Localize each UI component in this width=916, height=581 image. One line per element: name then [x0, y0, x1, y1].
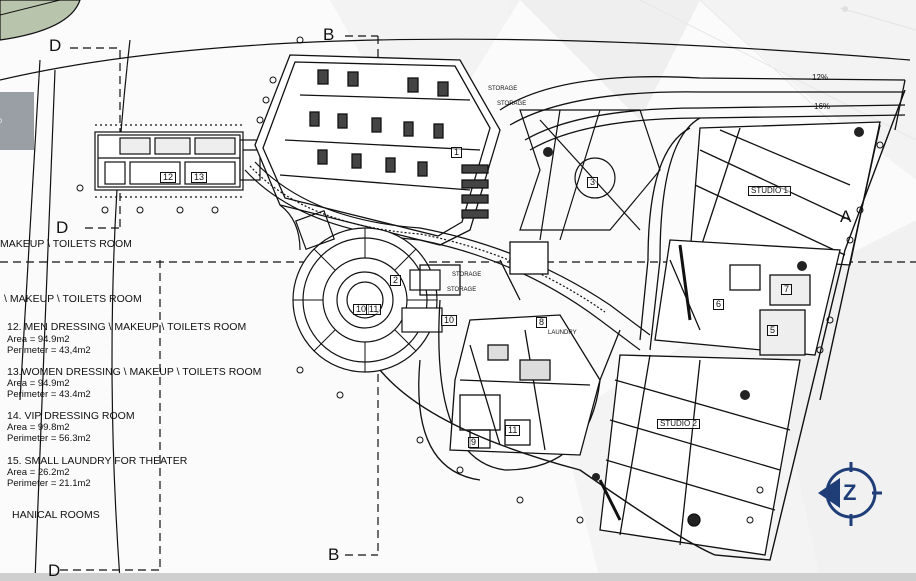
- legend-partial-mid: \ MAKEUP \ TOILETS ROOM: [4, 293, 142, 305]
- section-marker-d-bottom: D: [48, 561, 61, 580]
- north-arrow-letter: Z: [843, 480, 857, 505]
- legend-room-14-area: Area = 99.8m2: [7, 422, 70, 433]
- storage-label-3: STORAGE: [452, 272, 482, 278]
- side-tab[interactable]: ◦: [0, 92, 34, 150]
- studio-2-building: [598, 354, 801, 556]
- studio-1-label: STUDIO 1: [748, 186, 791, 196]
- upper-parking-structure: [254, 54, 501, 246]
- legend-room-15-perimeter: Perimeter = 21.1m2: [7, 478, 91, 489]
- section-marker-d-mid: D: [56, 218, 69, 237]
- legend-partial-bottom: HANICAL ROOMS: [12, 509, 100, 521]
- legend-room-14-perimeter: Perimeter = 56.3m2: [7, 433, 91, 444]
- room-number-10: 10: [441, 315, 458, 326]
- service-block: [654, 239, 841, 356]
- legend-room-13-area: Area = 94.9m2: [7, 378, 70, 389]
- north-arrow-icon: [818, 462, 882, 526]
- grid-markers: [543, 127, 864, 481]
- storage-label-4: STORAGE: [447, 287, 477, 293]
- storage-label-1: STORAGE: [488, 86, 518, 92]
- room-number-2: 2: [390, 275, 402, 286]
- section-marker-b-top: B: [323, 25, 335, 44]
- site-boundary: [0, 38, 911, 581]
- room-number-11: 11: [505, 425, 521, 436]
- curved-walkway: [244, 161, 651, 351]
- dressing-block: [94, 124, 275, 198]
- legend-room-12-area: Area = 94.9m2: [7, 334, 70, 345]
- landscape-corner: [0, 0, 81, 41]
- access-road: [499, 76, 906, 351]
- room-number-9: 9: [468, 437, 480, 448]
- section-lines: [0, 35, 916, 571]
- central-plaza: [519, 109, 661, 241]
- lower-middle-zone: [418, 241, 621, 481]
- legend-room-14-title: 14. VIP DRESSING ROOM: [7, 410, 135, 422]
- legend-room-13-title: 13.WOMEN DRESSING \ MAKEUP \ TOILETS ROO…: [7, 366, 262, 378]
- legend-room-15-area: Area = 26.2m2: [7, 467, 70, 478]
- legend-room-15-title: 15. SMALL LAUNDRY FOR THEATER: [7, 455, 188, 467]
- slope-label-2: 16%: [814, 102, 831, 111]
- bottom-bar: [0, 573, 916, 581]
- room-number-12: 12: [160, 172, 177, 183]
- room-number-7: 7: [781, 284, 793, 295]
- section-marker-b-bottom: B: [328, 545, 340, 564]
- grid-bubbles: [76, 36, 884, 524]
- legend-room-12-perimeter: Perimeter = 43,4m2: [7, 345, 91, 356]
- legend-room-12-title: 12. MEN DRESSING \ MAKEUP \ TOILETS ROOM: [7, 321, 247, 333]
- laundry-label: LAUNDRY: [548, 330, 577, 336]
- section-marker-a-right: A: [840, 207, 852, 226]
- legend-room-13-perimeter: Perimeter = 43.4m2: [7, 389, 91, 400]
- section-marker-d-top: D: [49, 36, 62, 55]
- legend-partial-top: MAKEUP \ TOILETS ROOM: [0, 238, 132, 250]
- studio-2-label: STUDIO 2: [657, 419, 700, 429]
- circular-theater: [292, 210, 443, 373]
- room-number-8: 8: [536, 317, 548, 328]
- room-number-1: 1: [451, 147, 463, 158]
- room-number-3: 3: [587, 177, 599, 188]
- slope-label-1: 12%: [812, 73, 829, 82]
- room-number-6: 6: [713, 299, 725, 310]
- storage-label-2: STORAGE: [497, 101, 527, 107]
- side-tab-glyph: ◦: [0, 110, 3, 133]
- site-perimeter: [379, 89, 906, 561]
- room-number-11-center: 11: [366, 304, 382, 315]
- room-number-5: 5: [767, 325, 779, 336]
- room-number-13: 13: [191, 172, 208, 183]
